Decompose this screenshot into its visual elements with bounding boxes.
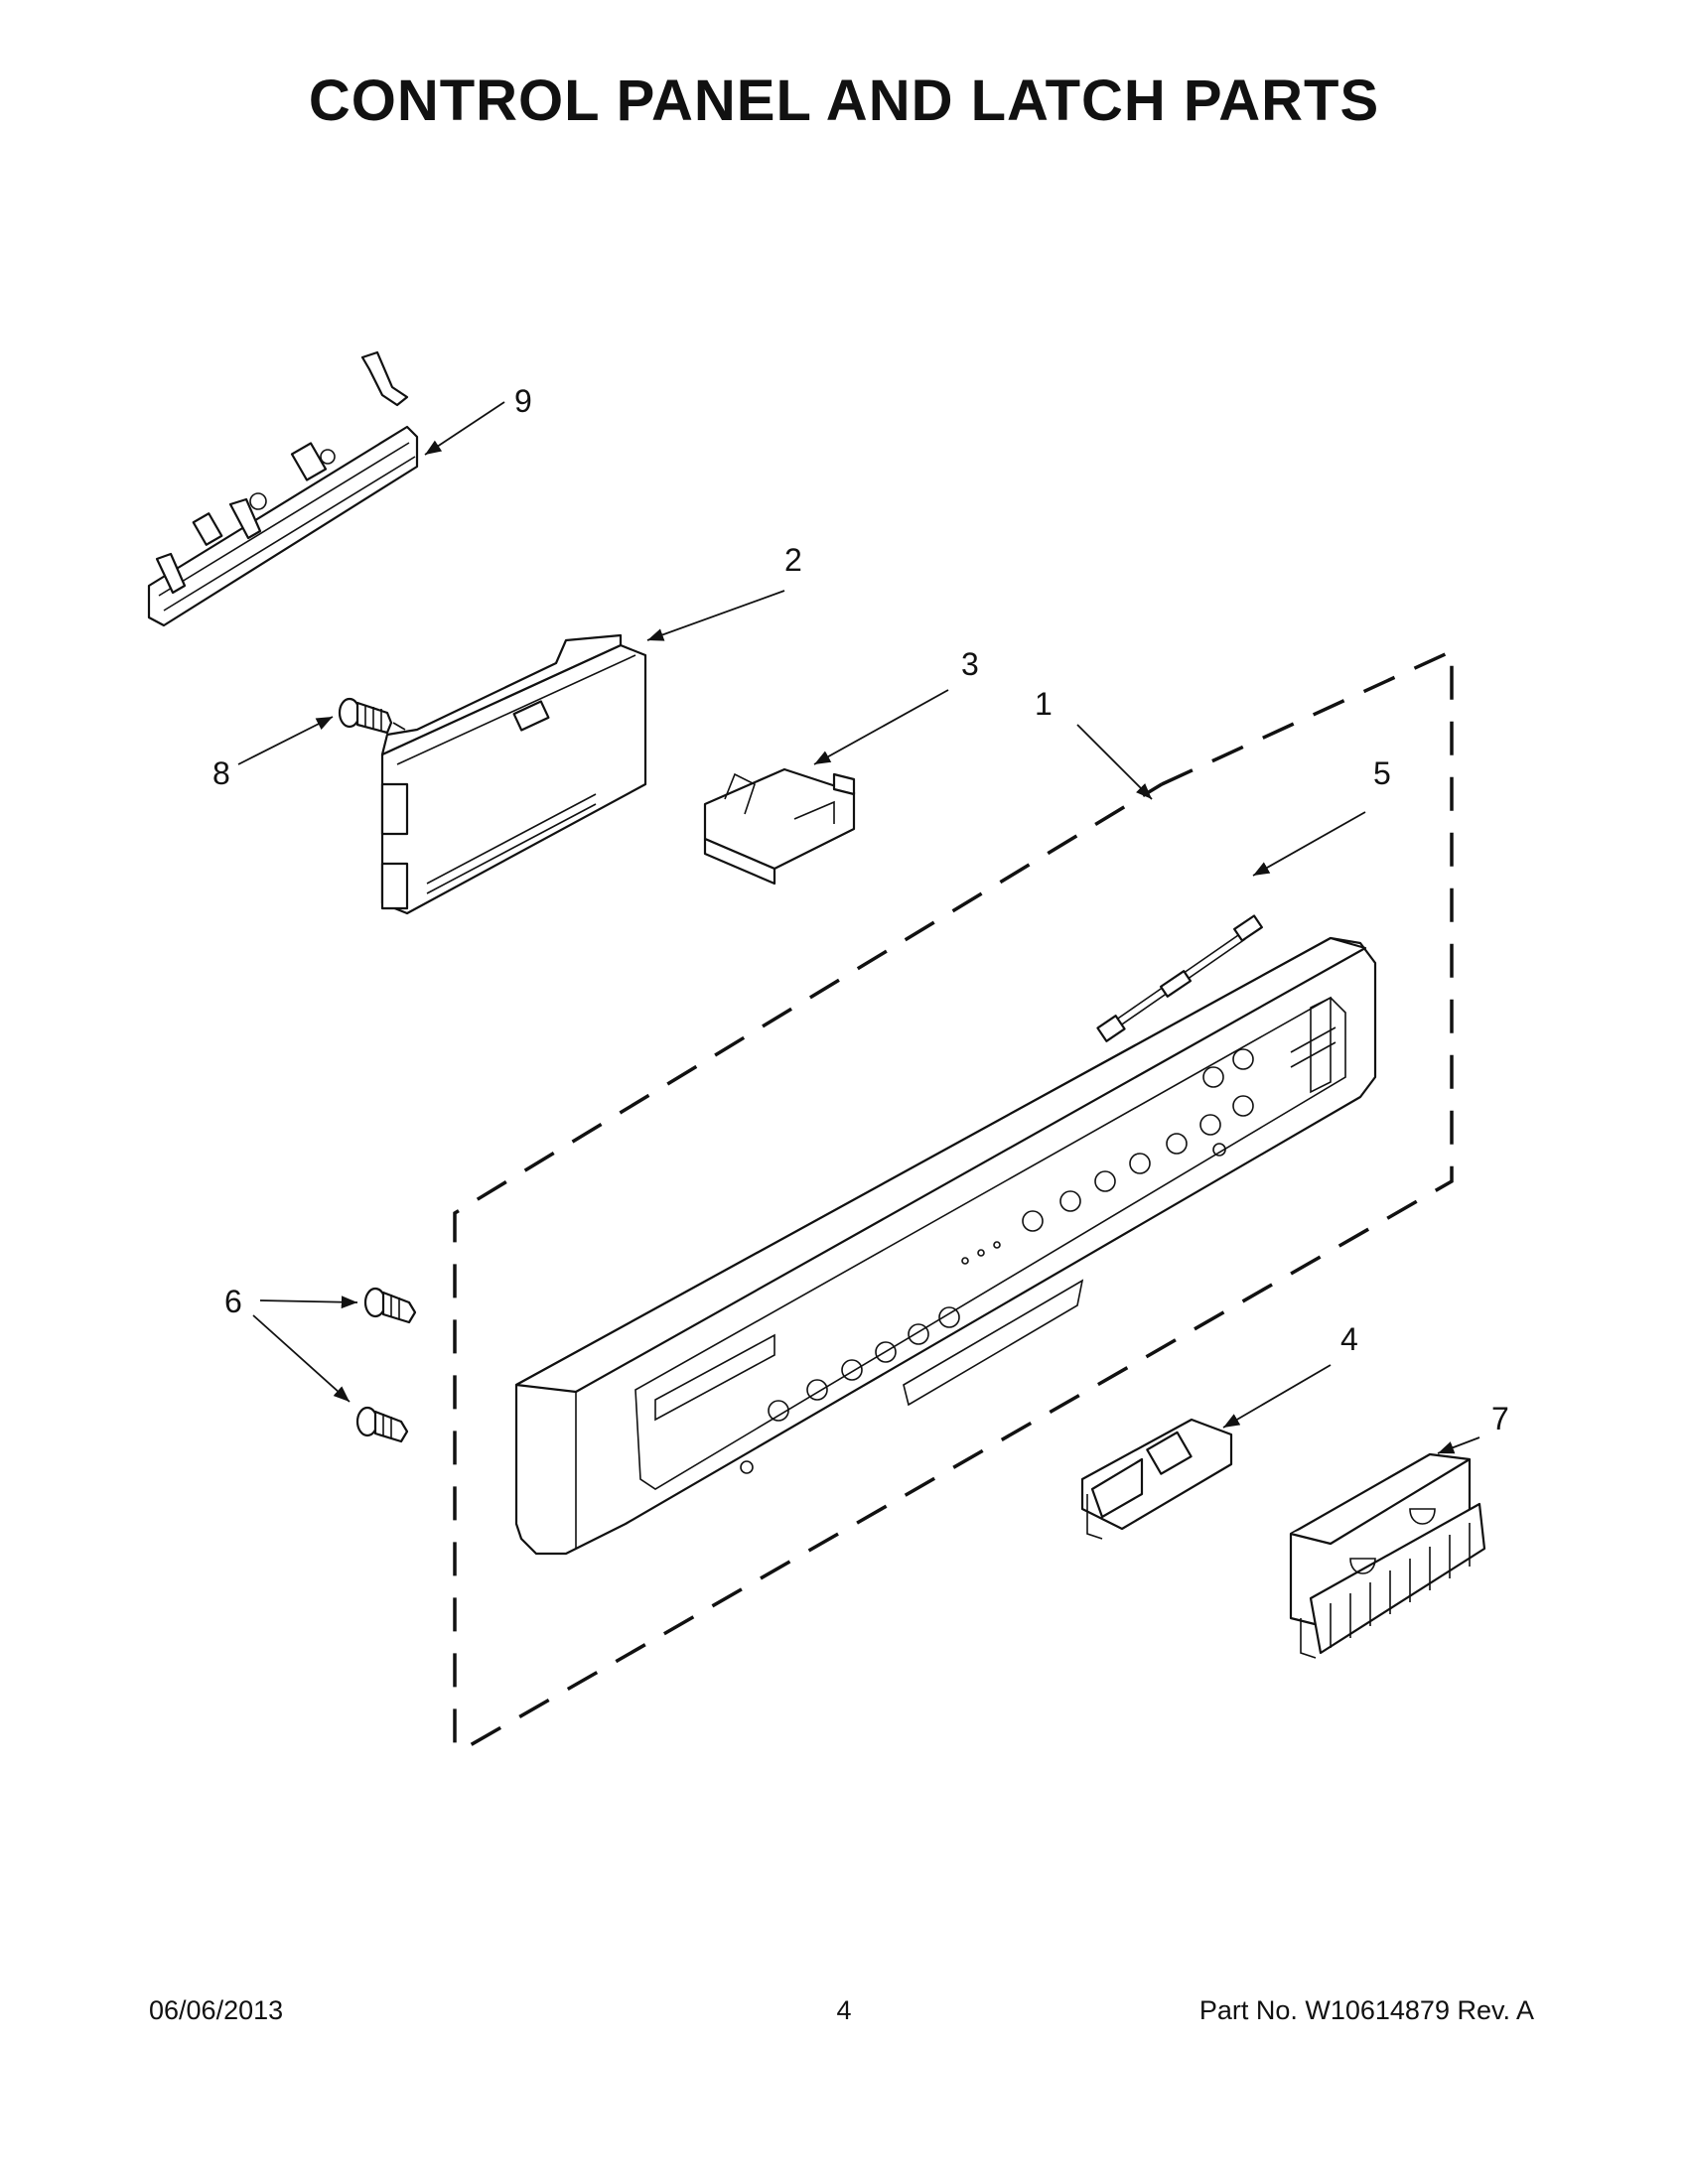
part-9-bracket <box>147 350 419 627</box>
part-3-housing <box>703 767 856 886</box>
part-1-control-panel <box>514 936 1377 1556</box>
callout-1: 1 <box>1035 686 1053 722</box>
part-2-control-board <box>380 633 647 915</box>
callout-6: 6 <box>224 1284 242 1319</box>
part-7-vent <box>1289 1452 1486 1659</box>
part-8-screw <box>338 697 406 735</box>
footer-date: 06/06/2013 <box>149 1995 284 2025</box>
assembly-outline <box>453 648 1454 1749</box>
panel-buttons <box>740 1048 1254 1474</box>
part-4-latch <box>1080 1418 1233 1540</box>
callout-3: 3 <box>961 646 979 682</box>
footer-page-number: 4 <box>836 1995 852 2025</box>
footer-part-number: Part No. W10614879 Rev. A <box>1198 1995 1534 2025</box>
callout-labels: 9 2 3 1 5 6 8 4 7 <box>212 383 1509 1436</box>
callout-7: 7 <box>1491 1401 1509 1436</box>
callout-leaders <box>237 401 1480 1454</box>
callout-5: 5 <box>1373 755 1391 791</box>
part-6-screws <box>355 1287 417 1443</box>
callout-9: 9 <box>514 383 532 419</box>
page-title: CONTROL PANEL AND LATCH PARTS <box>308 68 1380 133</box>
callout-2: 2 <box>784 542 802 578</box>
callout-8: 8 <box>212 755 230 791</box>
callout-4: 4 <box>1340 1321 1358 1357</box>
part-5-wire-harness <box>1096 914 1263 1042</box>
